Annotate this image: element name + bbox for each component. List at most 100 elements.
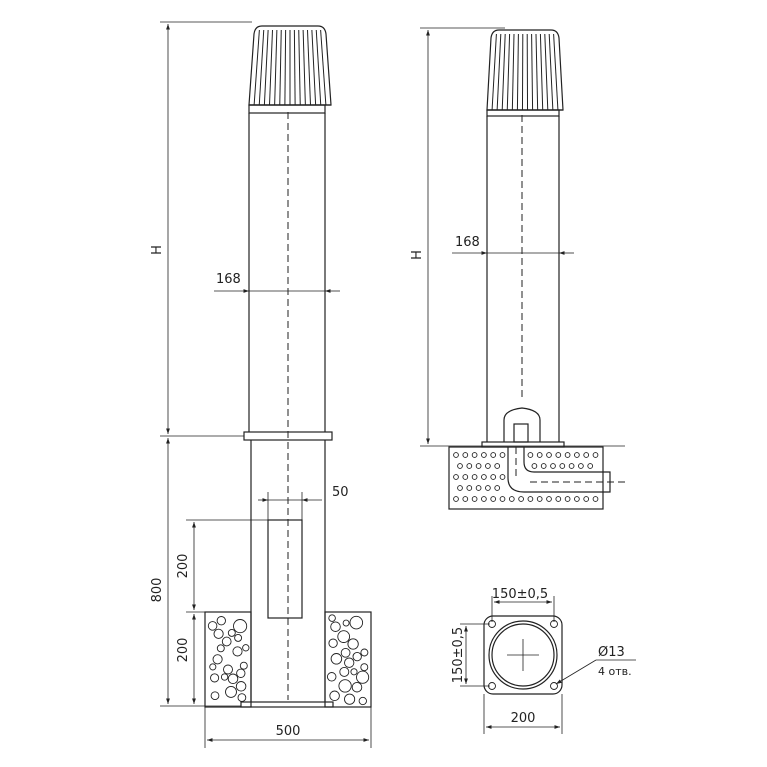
cap-rib [298, 29, 301, 106]
aggregate-dot [527, 496, 534, 502]
side-post-body [486, 116, 560, 442]
base-plate-hole-br [550, 682, 558, 690]
pebble [227, 628, 236, 637]
cap-rib [293, 29, 296, 106]
pebble [330, 653, 343, 665]
aggregate-dot [490, 474, 497, 480]
pebble [216, 644, 225, 653]
aggregate-dot [559, 463, 566, 469]
pebble [349, 615, 364, 630]
pebble [239, 661, 248, 670]
cap-rib [311, 29, 317, 106]
plate-width-label: 200 [511, 711, 536, 726]
pebble [225, 685, 237, 698]
base-plate-tube-outer [488, 620, 558, 690]
cap-rib [269, 29, 273, 106]
front-concrete-right [324, 611, 372, 708]
aggregate-dot [583, 452, 590, 458]
aggregate-dot [494, 463, 501, 469]
aggregate-dot [453, 452, 459, 458]
dim-front-foundation-width: 500 [204, 707, 372, 748]
dim-front-diameter: 168 [214, 272, 340, 293]
pebble [210, 691, 220, 701]
aggregate-dot [527, 452, 534, 458]
aggregate-dot [518, 496, 524, 502]
cap-rib [263, 29, 269, 106]
aggregate-dot [457, 463, 463, 469]
aggregate-dot [564, 452, 571, 458]
pebble [360, 648, 369, 657]
front-insert-depth-label: 200 [176, 554, 191, 579]
pebble [360, 663, 369, 672]
front-embed-depth-label: 800 [150, 578, 165, 603]
pebble [236, 668, 246, 678]
front-diameter-label: 168 [216, 272, 241, 287]
side-foundation-block [448, 446, 625, 510]
pebble [233, 619, 248, 634]
hole-callout: Ø13 4 отв. [555, 645, 636, 685]
aggregate-dot [494, 485, 501, 491]
cap-rib [274, 29, 278, 106]
aggregate-dot [466, 463, 473, 469]
dim-front-offset: 50 [258, 485, 349, 520]
dim-front-insert-depth: 200 [176, 519, 268, 613]
inner-insert [267, 519, 303, 619]
pebble [337, 630, 351, 643]
cap-rib [506, 33, 511, 111]
aggregate-dot [499, 474, 506, 480]
pebble [235, 681, 247, 692]
aggregate-dot [499, 452, 506, 458]
cap-ribs [491, 33, 559, 111]
front-concrete-depth-label: 200 [176, 638, 191, 663]
dim-front-concrete-depth: 200 [176, 614, 196, 704]
aggregate-dot [475, 463, 482, 469]
cap-rib [548, 33, 554, 111]
cap-rib [320, 29, 327, 106]
aggregate-dot [462, 474, 469, 480]
aggregate-dot [481, 496, 487, 502]
dim-front-height: H [150, 21, 252, 434]
aggregate-dot [583, 496, 590, 502]
aggregate-dot [471, 452, 478, 458]
pebble [356, 670, 370, 684]
pebble [326, 672, 337, 682]
cap-rib [516, 33, 519, 111]
dim-plate-hole-spacing-h: 150±0,5 [491, 587, 555, 622]
aggregate-dot [574, 452, 580, 458]
aggregate-dot [481, 452, 487, 458]
pebble [207, 621, 218, 631]
cap-rib [284, 29, 287, 106]
aggregate-dot [462, 452, 469, 458]
front-view: H 168 50 800 200 [150, 21, 372, 748]
front-cap [248, 25, 332, 114]
pebble [210, 673, 220, 683]
front-height-label: H [150, 245, 165, 255]
hole-count-label: 4 отв. [598, 665, 632, 678]
aggregate-dot [555, 496, 562, 502]
pebble [209, 663, 217, 671]
pebble [344, 693, 356, 705]
aggregate-dot [475, 485, 482, 491]
dim-side-height: H [410, 27, 505, 444]
pebble [330, 621, 341, 632]
cap-rib [315, 29, 322, 106]
aggregate-dot [471, 496, 478, 502]
front-foundation-width-label: 500 [276, 724, 301, 739]
pebble [223, 664, 233, 675]
aggregate-dot [578, 463, 584, 469]
cap-rib [535, 33, 539, 111]
cap-rib [253, 29, 260, 106]
aggregate-dot [550, 463, 556, 469]
aggregate-dot [587, 463, 594, 469]
cap-rib [302, 29, 306, 106]
cap-rib [531, 33, 534, 111]
aggregate-dot [499, 496, 506, 502]
cap-rib [307, 29, 311, 106]
pebble [237, 693, 247, 702]
cap-rib [491, 33, 497, 111]
pebble [347, 638, 359, 650]
aggregate-dot [564, 496, 571, 502]
pebble [328, 614, 336, 622]
cap-rib [544, 33, 549, 111]
